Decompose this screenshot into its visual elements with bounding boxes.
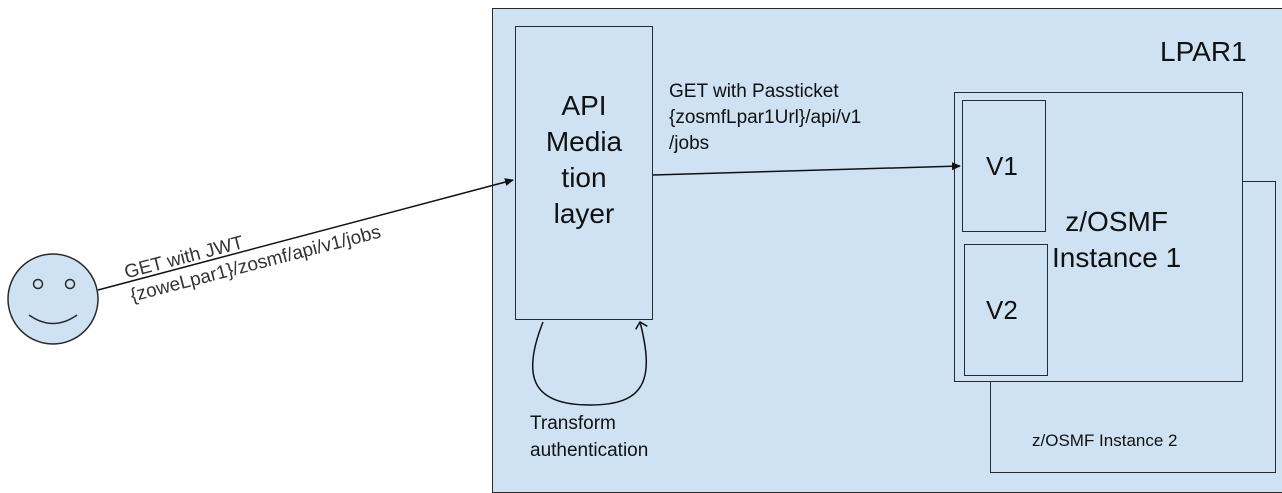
v2-label: V2: [986, 295, 1018, 325]
passticket-arrow: [652, 162, 961, 176]
zosmf-instance-1-label: z/OSMF Instance 1: [1052, 206, 1182, 273]
api-mediation-layer-label: API Media tion layer: [545, 90, 623, 229]
v1-label: V1: [986, 151, 1018, 181]
lpar1-label: LPAR1: [1160, 36, 1247, 67]
transform-loop-arrow: [531, 320, 648, 406]
v1-box: [962, 100, 1046, 232]
passticket-request-label: GET with Passticket {zosmfLpar1Url}/api/…: [669, 81, 862, 154]
v2-box: [964, 244, 1048, 376]
api-mediation-layer-box: [515, 26, 653, 320]
transform-authentication-label: Transform authentication: [530, 413, 649, 461]
jwt-arrow: [97, 178, 514, 291]
zosmf-instance-2-label: z/OSMF Instance 2: [1032, 431, 1178, 450]
